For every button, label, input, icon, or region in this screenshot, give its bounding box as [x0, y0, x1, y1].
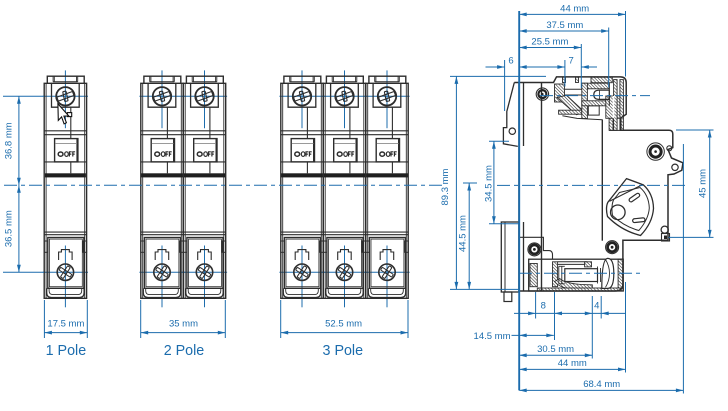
- svg-text:35 mm: 35 mm: [169, 319, 198, 330]
- svg-text:34.5 mm: 34.5 mm: [484, 165, 495, 202]
- svg-text:7: 7: [569, 55, 574, 66]
- svg-text:2 Pole: 2 Pole: [164, 343, 205, 359]
- svg-text:14.5 mm: 14.5 mm: [474, 331, 511, 342]
- svg-text:25.5 mm: 25.5 mm: [531, 36, 568, 47]
- svg-text:36.8 mm: 36.8 mm: [4, 122, 15, 159]
- svg-text:44 mm: 44 mm: [558, 358, 587, 369]
- svg-text:89.3 mm: 89.3 mm: [440, 168, 451, 205]
- svg-text:44 mm: 44 mm: [560, 3, 589, 14]
- svg-text:3 Pole: 3 Pole: [323, 343, 364, 359]
- svg-text:17.5 mm: 17.5 mm: [47, 319, 84, 330]
- svg-text:4: 4: [594, 300, 599, 311]
- svg-text:1 Pole: 1 Pole: [46, 343, 87, 359]
- svg-text:45 mm: 45 mm: [697, 169, 708, 198]
- svg-text:52.5 mm: 52.5 mm: [325, 319, 362, 330]
- svg-text:68.4 mm: 68.4 mm: [583, 379, 620, 390]
- svg-text:37.5 mm: 37.5 mm: [546, 20, 583, 31]
- svg-text:30.5 mm: 30.5 mm: [537, 344, 574, 355]
- svg-text:8: 8: [541, 300, 546, 311]
- svg-text:36.5 mm: 36.5 mm: [4, 210, 15, 247]
- svg-text:44.5 mm: 44.5 mm: [458, 215, 469, 252]
- svg-text:6: 6: [508, 55, 513, 66]
